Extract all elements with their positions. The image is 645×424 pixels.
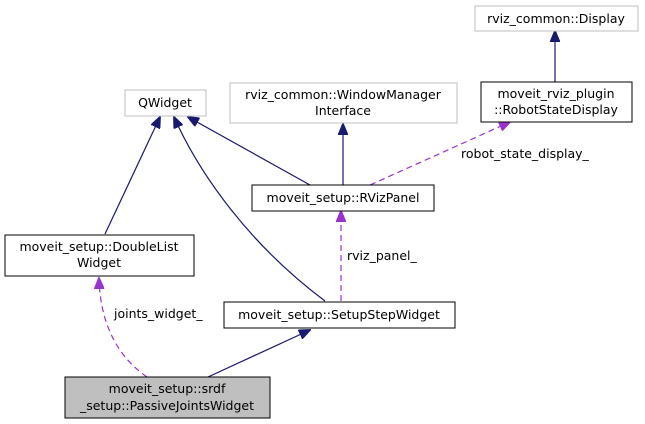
node-passive-joints-widget-line-1: moveit_setup::srdf (109, 381, 226, 396)
inheritance-edges (104, 31, 555, 378)
edge-rvizpanel-to-qwidget (188, 117, 311, 186)
node-double-list-widget-line-2: Widget (77, 255, 121, 270)
edge-doublelist-to-qwidget (104, 117, 160, 235)
node-rviz-panel-line-1: moveit_setup::RVizPanel (267, 190, 420, 205)
node-display-line-1: rviz_common::Display (487, 11, 625, 26)
label-joints-widget: joints_widget_ (113, 306, 203, 321)
label-rviz-panel: rviz_panel_ (347, 248, 418, 263)
node-window-manager-interface-line-2: Interface (315, 103, 371, 118)
node-qwidget-line-1: QWidget (138, 95, 192, 110)
node-window-manager-interface[interactable]: rviz_common::WindowManager Interface (229, 82, 458, 124)
node-double-list-widget-line-1: moveit_setup::DoubleList (19, 239, 178, 254)
node-passive-joints-widget-line-2: _setup::PassiveJointsWidget (79, 398, 254, 413)
node-qwidget[interactable]: QWidget (124, 89, 207, 117)
edge-joints-widget-usage (99, 278, 148, 378)
node-robot-state-display-line-2: ::RobotStateDisplay (494, 102, 618, 117)
edge-setupstep-to-qwidget (174, 117, 326, 302)
node-passive-joints-widget[interactable]: moveit_setup::srdf _setup::PassiveJoints… (64, 376, 271, 419)
edge-robotstatedisplay-usage (369, 122, 510, 186)
node-setup-step-widget[interactable]: moveit_setup::SetupStepWidget (223, 301, 456, 329)
node-display[interactable]: rviz_common::Display (474, 5, 639, 32)
node-double-list-widget[interactable]: moveit_setup::DoubleList Widget (4, 234, 195, 277)
node-robot-state-display[interactable]: moveit_rviz_plugin ::RobotStateDisplay (480, 81, 633, 123)
usage-edges (99, 122, 510, 378)
node-rviz-panel[interactable]: moveit_setup::RVizPanel (251, 184, 435, 212)
node-setup-step-widget-line-1: moveit_setup::SetupStepWidget (238, 307, 440, 322)
label-robot-state-display: robot_state_display_ (461, 146, 590, 161)
node-robot-state-display-line-1: moveit_rviz_plugin (497, 86, 614, 101)
node-window-manager-interface-line-1: rviz_common::WindowManager (245, 87, 442, 102)
edge-passivejoints-to-setupstep (207, 330, 310, 378)
